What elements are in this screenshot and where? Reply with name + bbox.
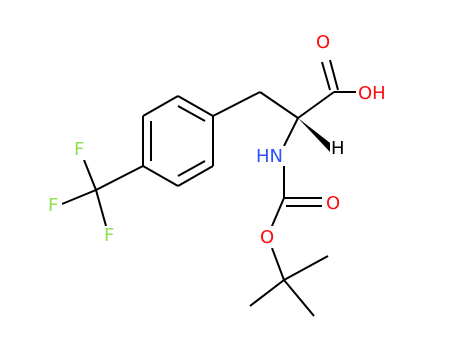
benzene-ring xyxy=(142,95,214,187)
tert-butyl-group xyxy=(249,255,329,317)
atom-f-top: F xyxy=(74,139,84,160)
stereo-wedge xyxy=(298,118,334,152)
backbone-bonds xyxy=(212,91,356,119)
atom-o-carbamate: O xyxy=(326,193,340,214)
atom-f-bottom: F xyxy=(104,225,114,246)
carbamate-double-bond xyxy=(284,197,322,207)
oester-cq-bond xyxy=(271,247,285,281)
atom-f-left: F xyxy=(48,195,58,216)
atom-labels: O OH H HN O O F F F xyxy=(46,32,394,248)
trifluoromethyl-group xyxy=(61,159,144,227)
c-oester-bond xyxy=(271,197,285,227)
carboxyl-double-bond xyxy=(321,59,339,91)
atom-o-carbonyl: O xyxy=(316,32,330,53)
atom-o-ester: O xyxy=(260,227,274,248)
atom-nh: HN xyxy=(256,146,283,167)
atom-h-alpha: H xyxy=(331,138,345,159)
atom-oh: OH xyxy=(358,83,386,104)
ca-n-bond xyxy=(283,117,299,147)
